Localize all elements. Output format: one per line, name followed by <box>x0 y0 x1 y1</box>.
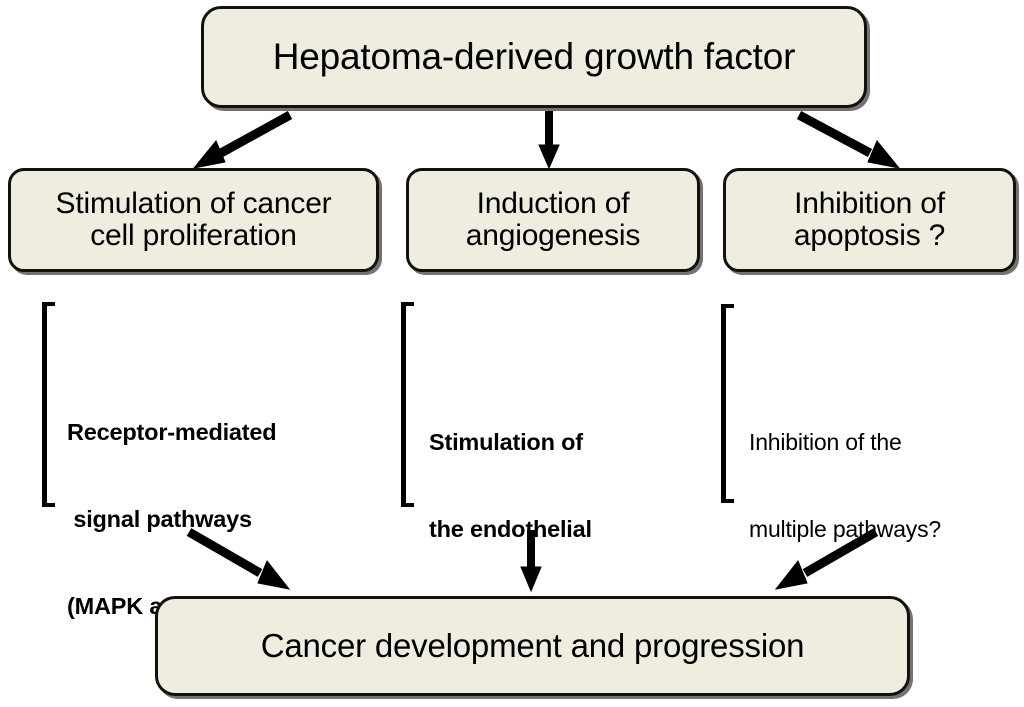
detail-line: multiple pathways? <box>749 516 942 542</box>
bracket-left <box>42 302 55 507</box>
detail-group-apoptosis: Inhibition of the multiple pathways? Mit… <box>721 304 1021 542</box>
node-label-line1: Stimulation of cancer <box>55 186 332 220</box>
node-label-line2: cell proliferation <box>90 219 297 252</box>
node-hepatoma-derived-growth-factor: Hepatoma-derived growth factor <box>201 6 867 108</box>
detail-group-proliferation: Receptor-mediated signal pathways (MAPK … <box>42 302 382 619</box>
node-label-line2: apoptosis ? <box>793 219 946 252</box>
node-label-line1: Induction of <box>476 186 630 220</box>
detail-line: signal pathways <box>67 506 252 532</box>
detail-group-angiogenesis: Stimulation of the endothelial cell prol… <box>401 302 691 629</box>
detail-line: the endothelial <box>429 516 592 542</box>
node-label-line2: angiogenesis <box>465 219 641 252</box>
bracket-left <box>721 304 734 503</box>
detail-line: Inhibition of the <box>749 429 902 455</box>
arrow-down-right-to-apoptosis <box>796 111 901 169</box>
arrow-down-left-to-proliferation <box>192 111 293 169</box>
node-label-line1: Inhibition of <box>794 186 945 220</box>
arrow-down-to-angiogenesis <box>538 111 560 170</box>
bracket-left <box>401 302 414 507</box>
node-label: Hepatoma-derived growth factor <box>272 36 796 78</box>
node-cancer-development-and-progression: Cancer development and progression <box>155 596 910 696</box>
detail-paragraph: Inhibition of the multiple pathways? <box>749 370 965 602</box>
detail-line: Receptor-mediated <box>67 419 277 445</box>
detail-line: Stimulation of <box>429 429 583 455</box>
node-label: Cancer development and progression <box>260 627 805 665</box>
